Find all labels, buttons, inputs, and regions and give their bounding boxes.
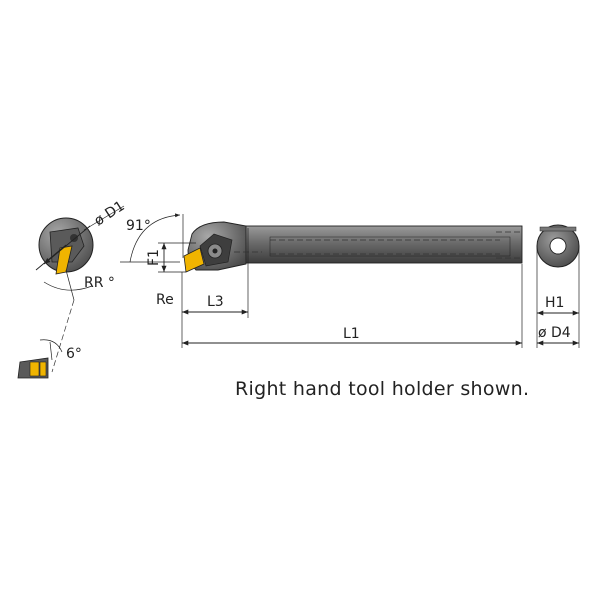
angle6-label: 6°	[66, 346, 82, 362]
l3-label: L3	[207, 294, 224, 310]
caption: Right hand tool holder shown.	[235, 378, 530, 400]
l3-dimension	[181, 228, 249, 348]
h1-label: H1	[545, 295, 564, 311]
shank-end-view	[536, 224, 580, 348]
f1-label: F1	[146, 249, 162, 266]
angle91-dimension	[120, 213, 184, 263]
re-label: Re	[156, 292, 174, 308]
rr-label: RR °	[84, 275, 115, 291]
angle91-label: 91°	[126, 218, 151, 234]
d1-label: ø D1	[91, 198, 127, 229]
l1-label: L1	[343, 326, 360, 342]
head-end-view	[35, 205, 125, 301]
holder-body	[183, 221, 523, 273]
l1-dimension	[182, 264, 523, 348]
insert-side-view	[17, 299, 75, 379]
d4-label: ø D4	[538, 325, 571, 341]
f1-dimension	[158, 242, 196, 273]
